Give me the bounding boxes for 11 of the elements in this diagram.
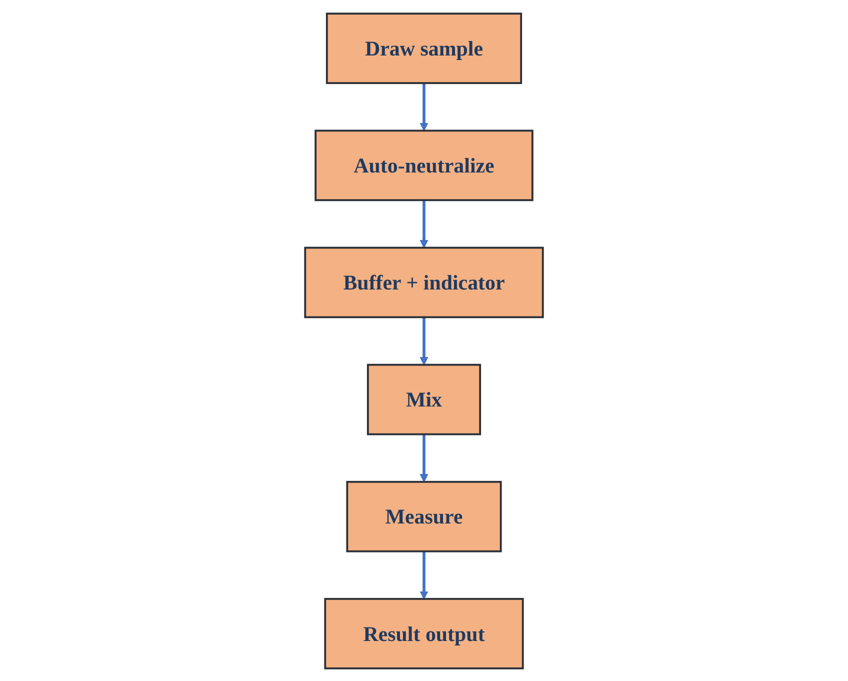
arrow: [420, 434, 428, 482]
node-box: Result output: [324, 597, 524, 669]
arrow: [420, 550, 428, 599]
arrow: [420, 200, 428, 248]
node-box: Mix: [366, 363, 482, 435]
node-box: Buffer + indicator: [304, 246, 544, 318]
node-box: Draw sample: [326, 12, 522, 84]
node-box: Measure: [346, 480, 502, 552]
node-box: Auto-neutralize: [314, 129, 534, 201]
arrow: [420, 316, 428, 365]
arrow: [420, 82, 428, 131]
